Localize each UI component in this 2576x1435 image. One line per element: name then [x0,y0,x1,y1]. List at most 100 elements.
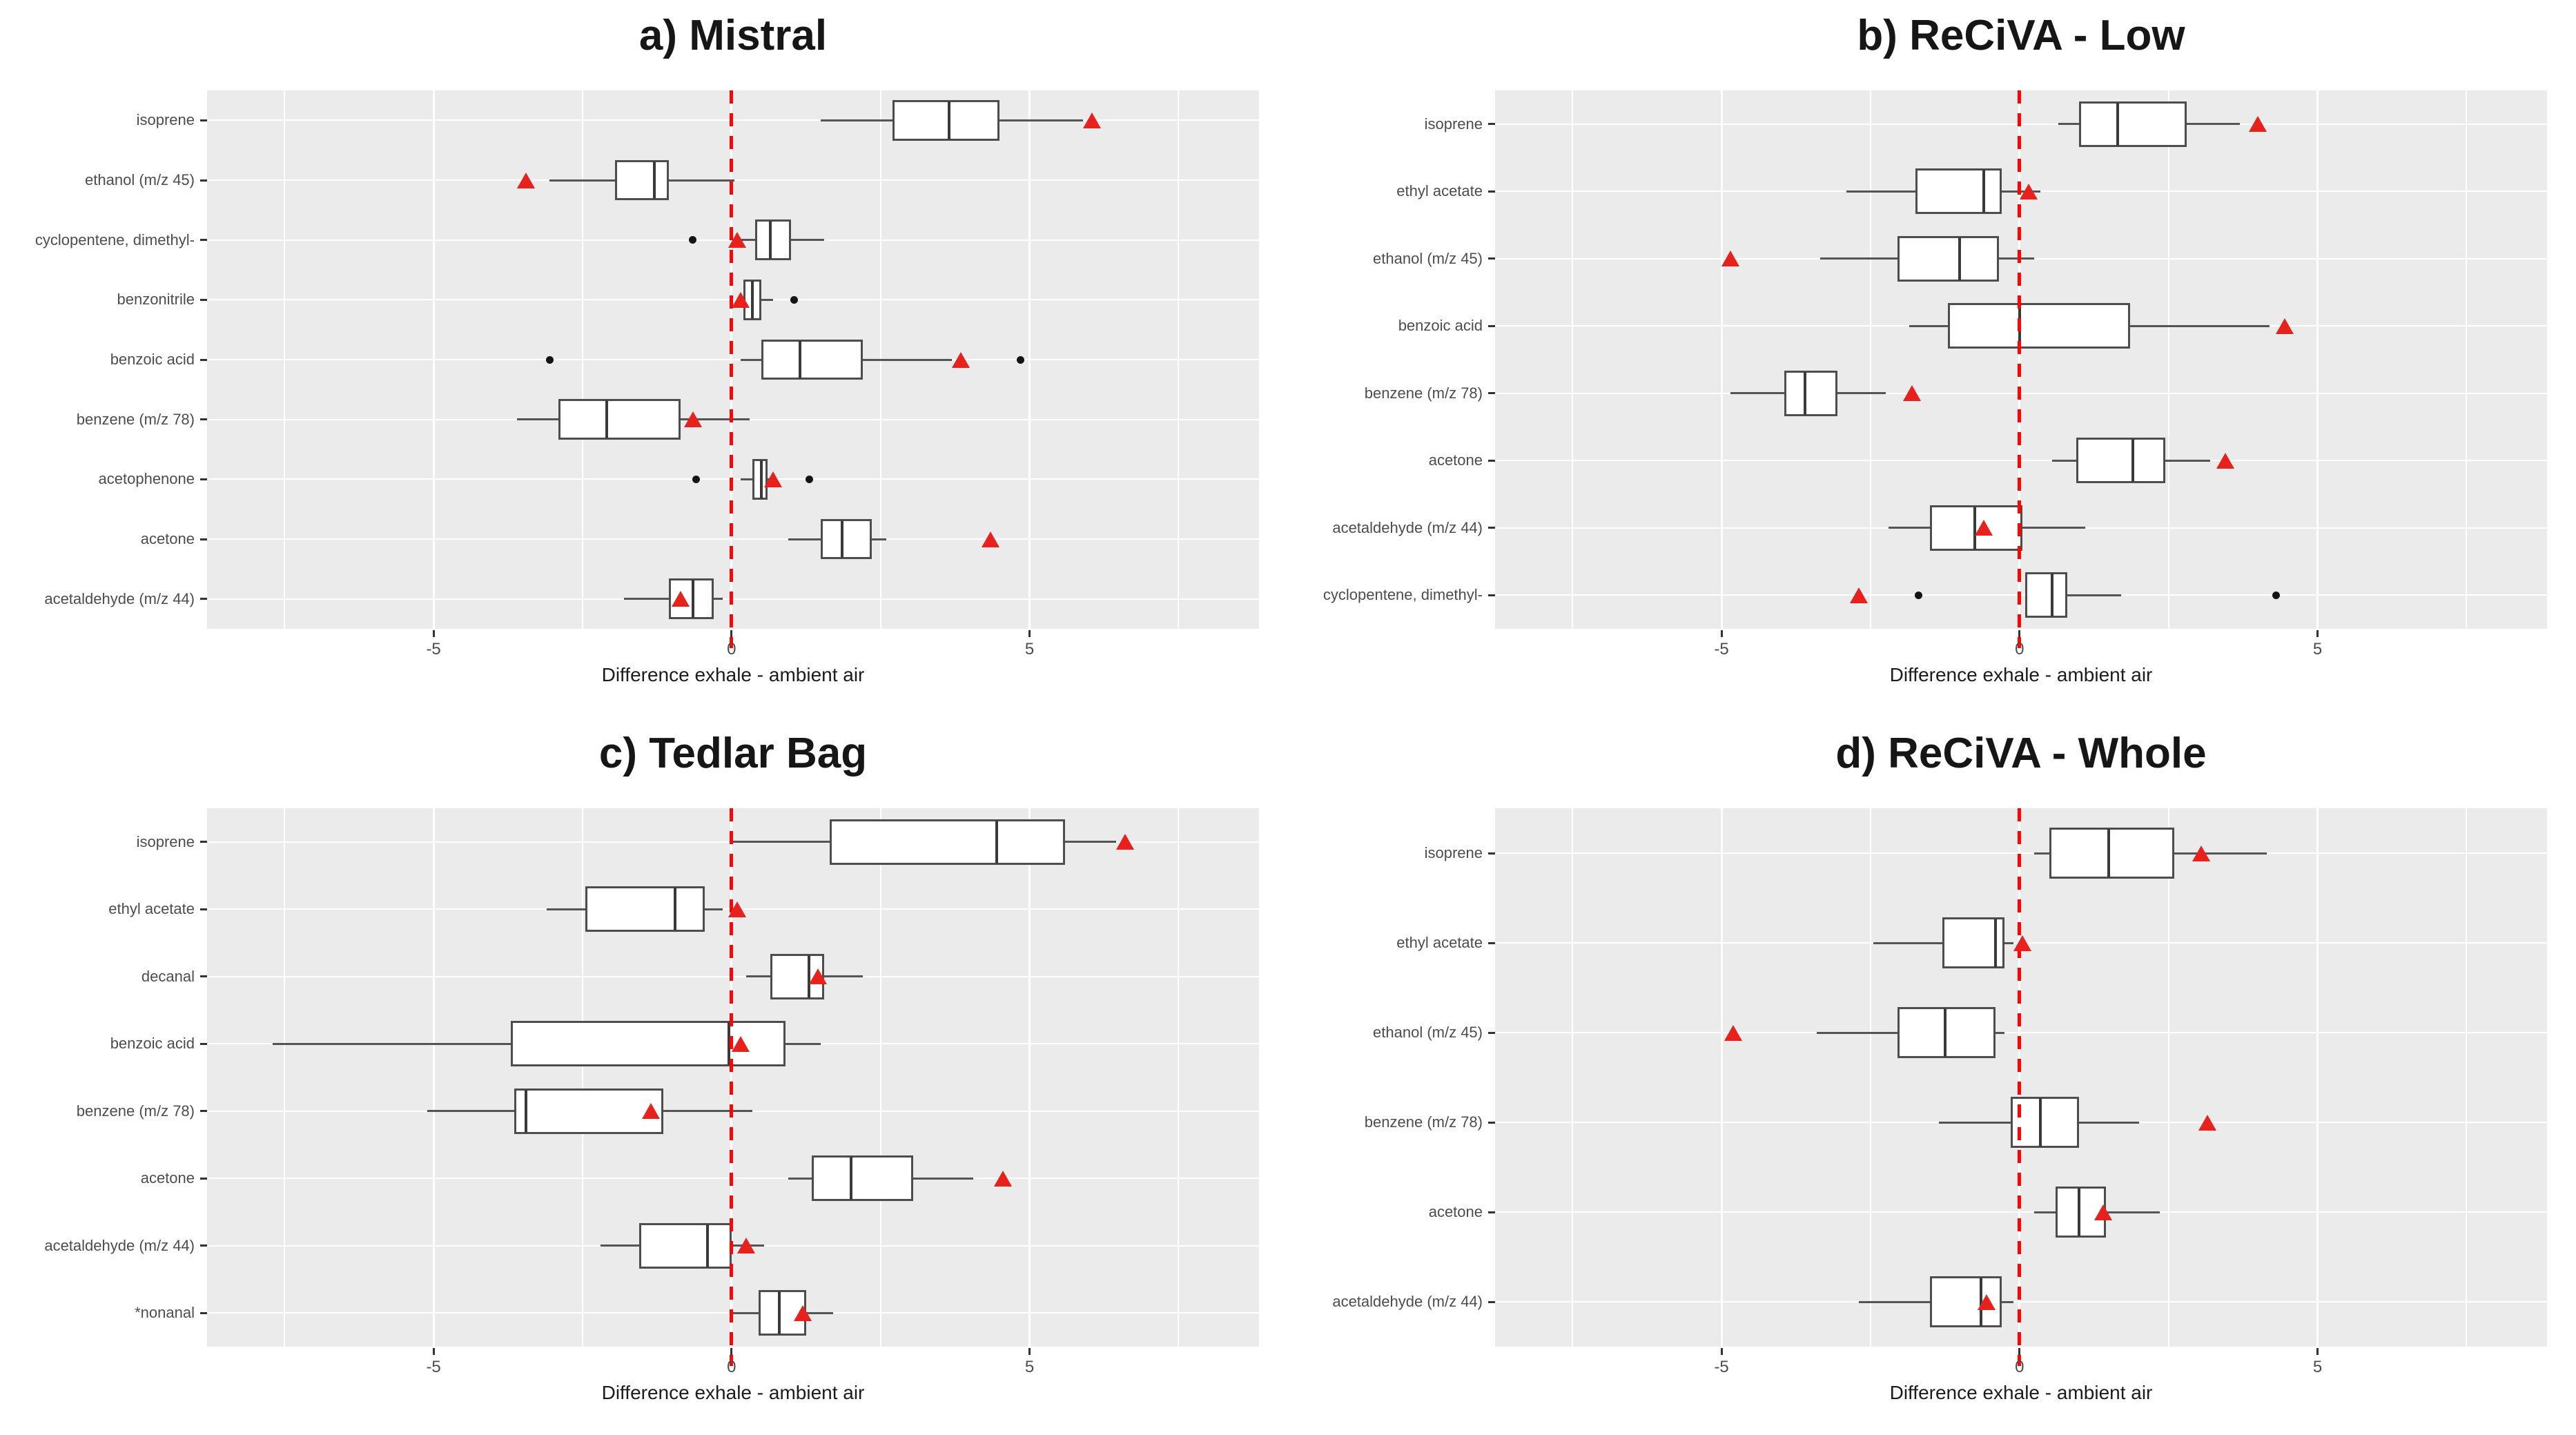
outlier-dot [692,475,700,483]
x-tick [1720,630,1723,637]
mean-triangle [952,351,970,368]
y-tick [1488,257,1495,260]
y-tick [200,358,207,361]
mean-triangle [1724,1024,1743,1041]
mean-triangle [731,1035,750,1052]
plot-area [1495,90,2547,648]
y-tick [1488,123,1495,126]
x-tick-label: 0 [2015,640,2024,658]
category-label: benzene (m/z 78) [76,1102,195,1120]
y-tick [200,1177,207,1180]
mean-triangle [731,291,750,308]
mean-triangle [728,232,747,248]
box [514,1088,663,1134]
category-label: benzoic acid [110,1035,195,1053]
box [892,99,1000,141]
y-tick [200,1042,207,1045]
y-tick [200,478,207,480]
panel-d-reciva-whole: d) ReCiVA - Whole Difference exhale - am… [1288,718,2576,1435]
gridline-minor [1572,808,1574,1347]
category-label: ethanol (m/z 45) [85,171,195,188]
x-tick-label: 5 [1024,640,1035,658]
gridline-minor [1572,90,1574,629]
mean-triangle [2276,318,2294,334]
gridline-minor [2167,808,2169,1347]
box [2025,572,2067,618]
mean-triangle [728,901,747,917]
gridline-major [2316,90,2319,629]
y-tick [200,908,207,910]
x-tick [432,1348,435,1355]
y-tick [1488,1031,1495,1034]
median-line [948,101,950,139]
mean-triangle [1849,587,1868,603]
median-line [2078,1188,2081,1236]
y-tick [200,598,207,601]
gridline-minor [2167,90,2169,629]
box [830,819,1066,865]
gridline-minor [2466,90,2468,629]
x-tick [730,630,733,637]
category-label: acetone [1428,1203,1483,1220]
box [821,518,872,560]
zero-reference-line [730,808,734,1366]
mean-triangle [1115,834,1134,850]
zero-reference-line [2018,808,2022,1366]
mean-triangle [2013,935,2032,951]
median-line [1943,1008,1946,1057]
outlier-dot [790,295,798,304]
x-axis-title: Difference exhale - ambient air [601,664,865,685]
box [2049,828,2175,879]
x-tick-label: -5 [1714,640,1729,658]
category-label: benzonitrile [117,291,195,309]
box [558,399,681,440]
median-line [1803,371,1806,415]
plot-area [207,90,1259,648]
y-tick [1488,527,1495,529]
median-line [673,888,676,931]
category-label: ethanol (m/z 45) [1373,1024,1483,1041]
category-label: ethyl acetate [108,900,195,918]
x-tick-label: -5 [426,640,441,658]
category-label: acetaldehyde (m/z 44) [1332,518,1483,536]
box [812,1155,914,1202]
y-tick [200,1244,207,1247]
y-tick [1488,392,1495,395]
gridline-minor [1869,90,1871,629]
category-label: acetaldehyde (m/z 44) [44,589,195,607]
y-tick [1488,1211,1495,1213]
category-label: acetone [1428,451,1483,469]
x-tick [1720,1348,1723,1355]
median-line [652,161,656,199]
category-label: benzene (m/z 78) [1364,1113,1483,1131]
median-line [995,820,999,863]
mean-triangle [642,1103,661,1120]
y-tick [200,179,207,182]
mean-triangle [2192,845,2211,861]
panel-b-reciva-low: b) ReCiVA - Low Difference exhale - ambi… [1288,0,2576,717]
panel-title: c) Tedlar Bag [598,730,868,777]
median-line [2116,102,2120,146]
mean-triangle [1903,385,1922,402]
y-tick [1488,459,1495,462]
outlier-dot [805,475,813,483]
x-tick-label: 5 [2312,1358,2323,1376]
box [761,339,863,380]
x-tick [730,1348,733,1355]
mean-triangle [683,411,702,428]
gridline-minor [1869,808,1871,1347]
outlier-dot [1914,591,1922,599]
mean-triangle [2249,116,2267,133]
y-tick [1488,190,1495,193]
median-line [777,1291,781,1335]
outlier-dot [545,355,554,364]
mean-triangle [672,591,690,607]
x-tick-label: 5 [1024,1358,1035,1376]
y-tick [200,975,207,978]
x-tick [432,630,435,637]
median-line [1958,237,1962,280]
category-label: ethyl acetate [1396,934,1483,951]
y-tick [1488,324,1495,327]
plot-area [207,808,1259,1366]
y-tick [1488,594,1495,596]
